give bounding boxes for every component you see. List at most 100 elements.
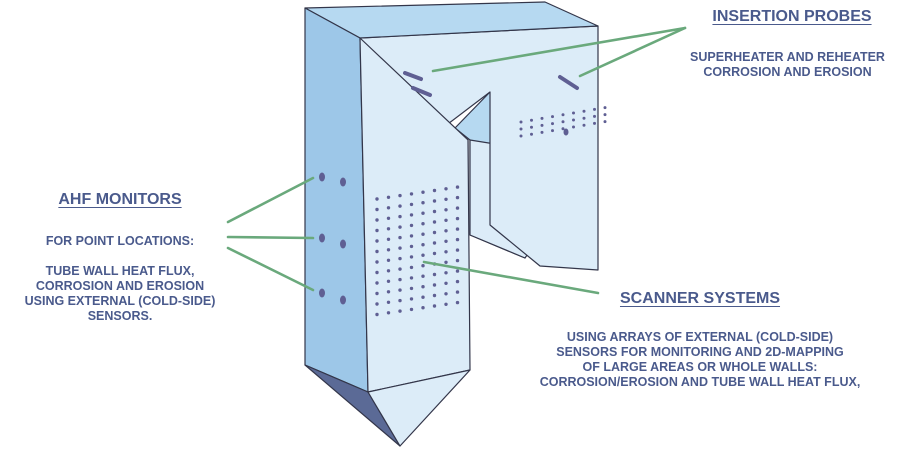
scanner-sensor-dot	[409, 307, 414, 312]
scanner-sensor-dot	[409, 265, 414, 270]
scanner-sensor-dot	[386, 237, 391, 241]
scanner-sensor-dot	[444, 229, 448, 233]
scanner-systems-description: USING ARRAYS OF EXTERNAL (COLD-SIDE) SEN…	[490, 330, 910, 390]
scanner-sensor-dot	[386, 206, 391, 210]
scanner-sensor-dot	[432, 251, 437, 256]
ahf-monitors-line	[0, 249, 240, 264]
ahf-monitors-heading: AHF MONITORS	[58, 191, 182, 208]
scanner-sensor-dot	[444, 260, 448, 264]
scanner-sensor-dot	[455, 195, 460, 200]
scanner-sensor-dot	[421, 253, 425, 257]
scanner-sensor-dot	[432, 283, 437, 287]
boiler-left-face	[304, 7, 369, 393]
scanner-sensor-dot	[375, 197, 379, 201]
scanner-systems-line: CORROSION/EROSION AND TUBE WALL HEAT FLU…	[539, 375, 861, 389]
scanner-sensor-dot	[398, 298, 402, 303]
scanner-sensor-dot	[409, 192, 414, 196]
scanner-sensor-dot	[455, 248, 460, 252]
scanner-sensor-dot	[398, 277, 402, 282]
scanner-sensor-dot	[444, 292, 448, 296]
scanner-sensor-dot	[530, 125, 533, 129]
scanner-sensor-dot	[603, 120, 607, 124]
leader-line	[226, 246, 315, 292]
scanner-sensor-dot	[432, 304, 437, 308]
scanner-sensor-dot	[432, 199, 437, 203]
ahf-monitors-label: AHF MONITORS	[40, 191, 200, 209]
scanner-sensor-dot	[593, 107, 596, 111]
scanner-sensor-dot	[432, 220, 437, 224]
scanner-sensor-dot	[582, 109, 586, 113]
scanner-sensor-dot	[375, 260, 379, 264]
scanner-sensor-dot	[593, 114, 596, 118]
ahf-monitors-line: TUBE WALL HEAT FLUX,	[45, 264, 195, 278]
scanner-sensor-dot	[444, 208, 448, 212]
scanner-sensor-dot	[398, 235, 402, 240]
scanner-sensor-dot	[398, 246, 402, 250]
scanner-sensor-dot	[375, 281, 379, 285]
scanner-sensor-dot	[409, 213, 414, 217]
scanner-sensor-dot	[455, 206, 460, 210]
scanner-sensor-dot	[540, 116, 544, 120]
scanner-sensor-dot	[398, 225, 402, 229]
scanner-sensor-dot	[432, 241, 437, 245]
ahf-monitor-sensor	[340, 295, 346, 305]
scanner-systems-line: SENSORS FOR MONITORING AND 2D-MAPPING	[556, 345, 844, 359]
scanner-sensor-dot	[551, 115, 554, 119]
scanner-sensor-dot	[444, 250, 448, 254]
scanner-sensor-dot	[444, 187, 448, 191]
scanner-sensor-dot	[455, 185, 460, 189]
scanner-sensor-dot	[375, 239, 379, 243]
ahf-monitors-description: FOR POINT LOCATIONS: TUBE WALL HEAT FLUX…	[0, 234, 240, 324]
insertion-probes-line: SUPERHEATER AND REHEATER	[690, 50, 885, 64]
sensor-port	[563, 128, 569, 136]
leader-line	[422, 260, 600, 295]
scanner-systems-line: OF LARGE AREAS OR WHOLE WALLS:	[582, 360, 818, 374]
insertion-probe	[403, 71, 423, 81]
scanner-sensor-dot	[455, 269, 460, 273]
scanner-sensor-dot	[409, 223, 414, 228]
scanner-sensor-dot	[603, 113, 607, 117]
scanner-sensor-dot	[455, 237, 460, 242]
scanner-sensor-dot	[519, 127, 523, 131]
ahf-monitors-line: SENSORS.	[87, 309, 153, 323]
scanner-sensor-dot	[432, 293, 437, 298]
scanner-sensor-dot	[398, 309, 402, 313]
scanner-sensor-dot	[444, 218, 448, 222]
scanner-sensor-dot	[421, 243, 425, 247]
scanner-sensor-dot	[421, 264, 425, 268]
scanner-sensor-dot	[375, 218, 379, 222]
scanner-sensor-dot	[375, 207, 379, 212]
scanner-sensor-dot	[386, 258, 391, 262]
scanner-sensor-dot	[409, 276, 414, 280]
scanner-sensor-dot	[398, 193, 402, 198]
leader-line	[226, 176, 315, 224]
scanner-sensor-dot	[444, 302, 448, 306]
scanner-sensor-dot	[386, 300, 391, 304]
scanner-sensor-dot	[582, 116, 586, 120]
insertion-probes-line: CORROSION AND EROSION	[703, 65, 872, 79]
scanner-sensor-dot	[409, 234, 414, 238]
scanner-sensor-dot	[551, 129, 554, 133]
scanner-sensor-dot	[386, 195, 391, 199]
scanner-sensor-dot	[572, 111, 575, 115]
leader-line	[578, 26, 687, 78]
scanner-sensor-dot	[386, 269, 391, 273]
scanner-systems-line: USING ARRAYS OF EXTERNAL (COLD-SIDE)	[566, 330, 834, 344]
scanner-sensor-dot	[421, 285, 425, 289]
scanner-sensor-dot	[455, 216, 460, 221]
scanner-sensor-dot	[386, 279, 391, 283]
scanner-sensor-dot	[432, 188, 437, 193]
scanner-sensor-dot	[421, 306, 425, 310]
scanner-systems-label: SCANNER SYSTEMS	[600, 290, 800, 308]
scanner-sensor-dot	[375, 312, 379, 317]
scanner-sensor-dot	[398, 204, 402, 208]
scanner-sensor-dot	[444, 197, 448, 201]
insertion-probes-description: SUPERHEATER AND REHEATER CORROSION AND E…	[660, 50, 915, 80]
insertion-probe	[558, 75, 579, 90]
scanner-sensor-dot	[444, 271, 448, 275]
scanner-sensor-dot	[530, 118, 533, 122]
scanner-sensor-dot	[519, 120, 523, 124]
scanner-sensor-dot	[444, 239, 448, 243]
